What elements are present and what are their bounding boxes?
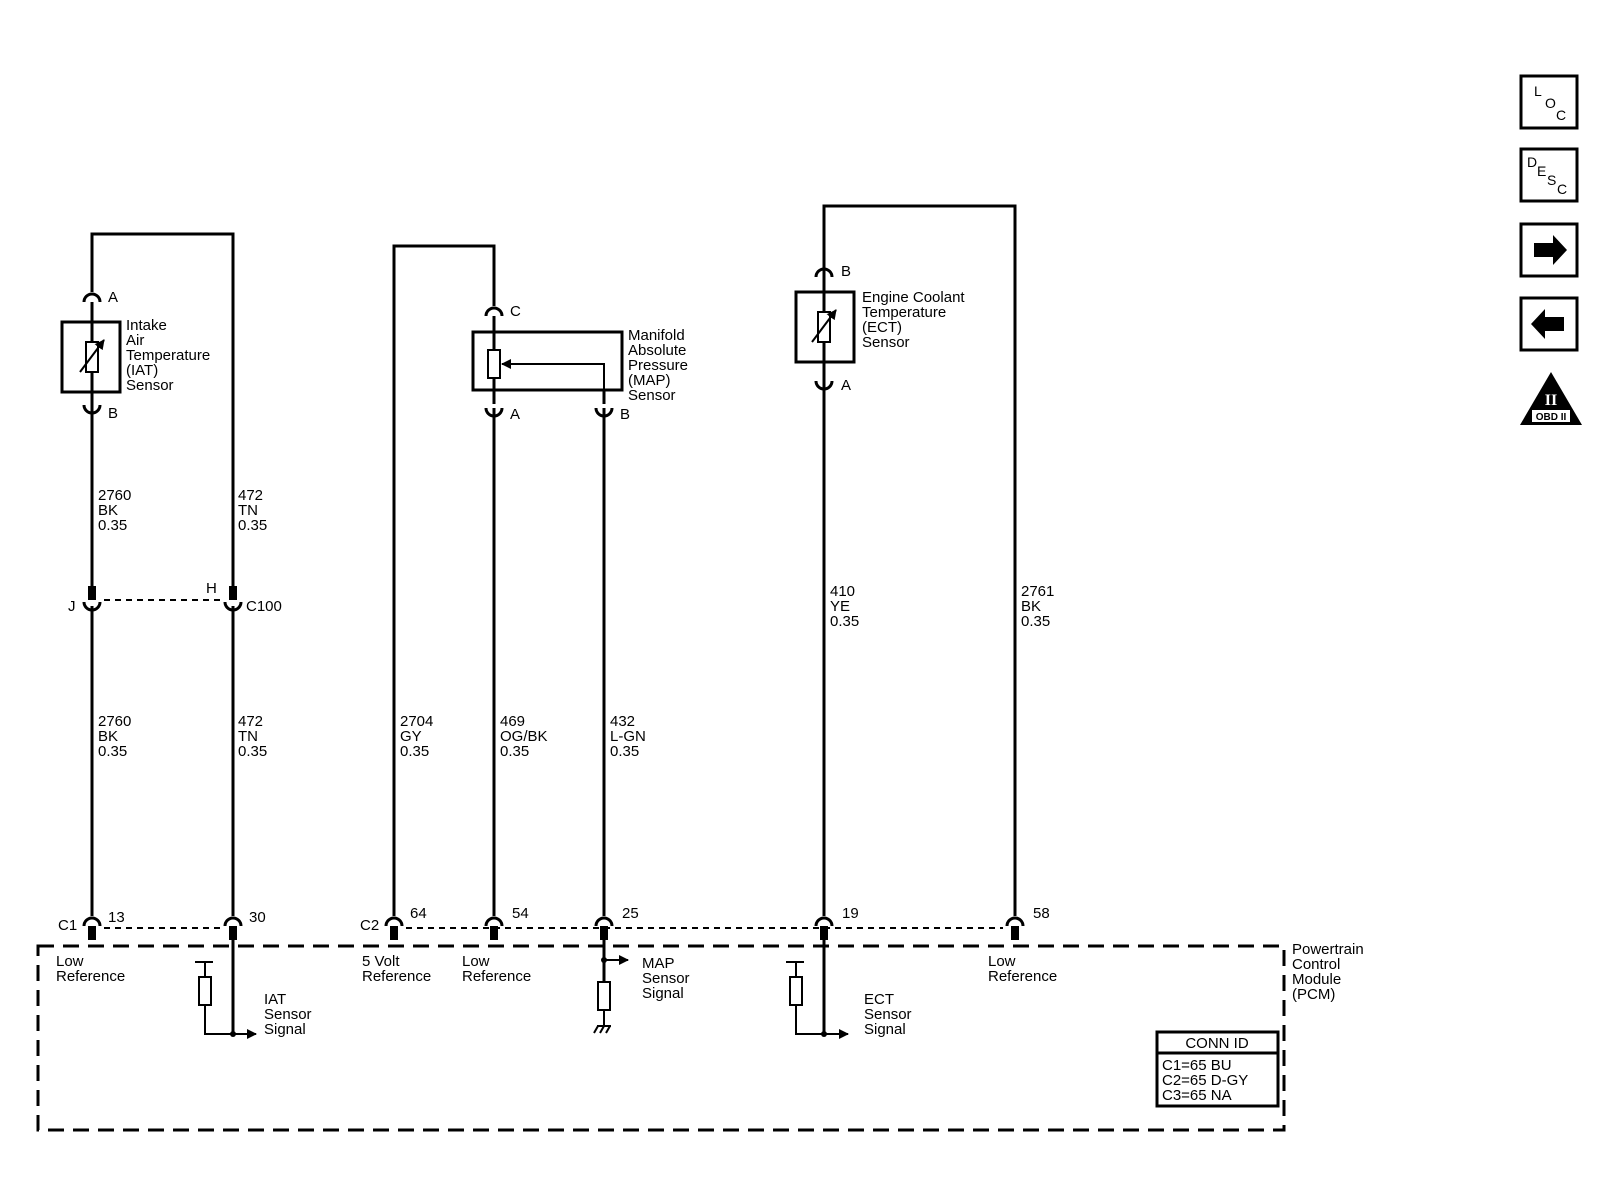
pcm-low-reference-2: Low Reference: [462, 953, 531, 985]
pcm-label: Powertrain Control Module (PCM): [1292, 941, 1368, 1003]
pcm-5v-reference: 5 Volt Reference: [362, 953, 431, 985]
pcm-map-signal: MAP Sensor Signal: [642, 955, 694, 1002]
wire-469-label: 469 OG/BK 0.35: [500, 713, 552, 760]
wire-472-upper-label: 472 TN 0.35: [238, 487, 267, 534]
iat-sensor-label: Intake Air Temperature (IAT) Sensor: [126, 317, 214, 394]
iat-pin-a: A: [108, 289, 118, 306]
ect-connector-a: [814, 380, 834, 391]
svg-text:O: O: [1545, 95, 1556, 111]
conn-id-row: C1=65 BU: [1162, 1057, 1232, 1074]
map-connector-c: [484, 306, 504, 317]
map-pin-c: C: [510, 303, 521, 320]
pcm-boundary: [36, 944, 1286, 1132]
pcm-pin-13: 13: [108, 909, 125, 926]
svg-text:OBD II: OBD II: [1536, 412, 1567, 423]
conn-id-row: C2=65 D-GY: [1162, 1072, 1248, 1089]
svg-text:L: L: [1534, 83, 1542, 99]
back-button[interactable]: [1519, 296, 1579, 352]
pcm-pin-30: 30: [249, 909, 266, 926]
conn-id-row: C3=65 NA: [1162, 1087, 1232, 1104]
wire-2761-label: 2761 BK 0.35: [1021, 583, 1059, 630]
map-sensor-label: Manifold Absolute Pressure (MAP) Sensor: [628, 327, 692, 404]
svg-text:C: C: [1556, 107, 1566, 123]
pcm-iat-signal: IAT Sensor Signal: [264, 991, 316, 1038]
ect-connector-b: [814, 267, 834, 278]
wire-2760-upper-label: 2760 BK 0.35: [98, 487, 136, 534]
svg-text:S: S: [1547, 172, 1556, 188]
map-pin-a: A: [510, 406, 520, 423]
arrow-left-icon: [1531, 309, 1564, 339]
c100-pin-h: H: [206, 580, 217, 597]
desc-button[interactable]: D E S C: [1519, 147, 1579, 203]
obd-ii-button[interactable]: II OBD II: [1520, 372, 1582, 425]
map-sensor-box: [471, 330, 624, 392]
pcm-ect-signal: ECT Sensor Signal: [864, 991, 916, 1038]
wire-2704-label: 2704 GY 0.35: [400, 713, 438, 760]
iat-circuit: A B Intake Air Temperature (IAT) Sensor …: [60, 232, 282, 916]
pcm-pin-54: 54: [512, 905, 529, 922]
pcm-low-reference-3: Low Reference: [988, 953, 1057, 985]
iat-pin-b: B: [108, 405, 118, 422]
ect-circuit: B A Engine Coolant Temperature (ECT) Sen…: [794, 204, 1059, 916]
svg-text:E: E: [1537, 163, 1546, 179]
ect-pin-a: A: [841, 377, 851, 394]
pcm-connector-pins: C1 C2 13 30 64 54 25 19 58: [58, 905, 1050, 940]
iat-connector-a: [82, 292, 102, 303]
pcm-pin-58: 58: [1033, 905, 1050, 922]
pcm-connector-c2: C2: [360, 917, 379, 934]
map-circuit: C A B Manifold Absolute Pressure (MAP) S…: [392, 244, 692, 916]
pcm-pin-19: 19: [842, 905, 859, 922]
svg-text:II: II: [1545, 392, 1557, 409]
pcm-connector-c1: C1: [58, 917, 77, 934]
c100-pin-j: J: [68, 598, 76, 615]
conn-id-table: CONN ID C1=65 BU C2=65 D-GY C3=65 NA: [1155, 1030, 1280, 1108]
c100-label: C100: [246, 598, 282, 615]
map-potentiometer: [487, 349, 501, 379]
pcm-module: Powertrain Control Module (PCM) Low Refe…: [36, 940, 1368, 1132]
wire-432-label: 432 L-GN 0.35: [610, 713, 650, 760]
wire-2760-lower-label: 2760 BK 0.35: [98, 713, 136, 760]
loc-button[interactable]: L O C: [1519, 74, 1579, 130]
svg-text:C: C: [1557, 181, 1567, 197]
map-pin-b: B: [620, 406, 630, 423]
conn-id-title: CONN ID: [1185, 1035, 1249, 1052]
wire-472-lower-label: 472 TN 0.35: [238, 713, 267, 760]
ect-pin-b: B: [841, 263, 851, 280]
connector-c100: J H C100: [68, 580, 282, 615]
wire-410-label: 410 YE 0.35: [830, 583, 859, 630]
pcm-low-reference-1: Low Reference: [56, 953, 125, 985]
svg-text:D: D: [1527, 154, 1537, 170]
ect-sensor-label: Engine Coolant Temperature (ECT) Sensor: [862, 289, 969, 351]
arrow-right-icon: [1534, 235, 1567, 265]
pcm-pin-64: 64: [410, 905, 427, 922]
forward-button[interactable]: [1519, 222, 1579, 278]
pcm-pin-25: 25: [622, 905, 639, 922]
